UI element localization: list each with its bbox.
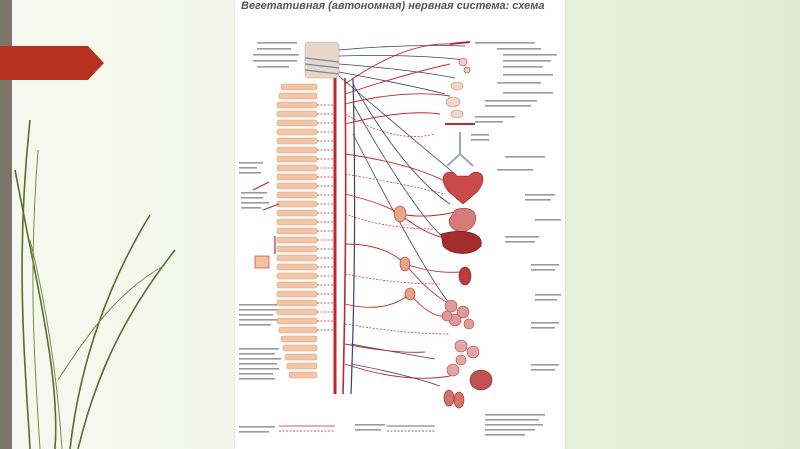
left-accent-bar <box>0 0 12 449</box>
heart-icon <box>442 171 484 205</box>
legend <box>239 414 545 436</box>
slide-content: Вегетативная (автономная) нервная систем… <box>235 0 565 449</box>
slide-title: Вегетативная (автономная) нервная систем… <box>241 0 545 12</box>
vine-decoration-icon <box>14 119 176 449</box>
kidney-icon <box>458 266 472 286</box>
left-labels <box>239 42 299 380</box>
parasympathetic-fibers <box>338 45 466 387</box>
right-labels <box>471 42 561 371</box>
peripheral-targets <box>252 181 280 254</box>
bladder-icon <box>469 369 493 391</box>
autonomic-nervous-system-diagram <box>239 41 561 436</box>
liver-icon <box>440 231 482 254</box>
ganglia <box>393 205 416 301</box>
head-organs <box>445 41 475 125</box>
colon-icon <box>446 339 480 377</box>
stomach-icon <box>448 207 477 232</box>
skin-sample-icon <box>254 255 270 269</box>
intestines-icon <box>441 299 475 330</box>
sympathetic-fibers <box>344 43 461 379</box>
arrow-tab-icon <box>0 46 104 80</box>
vertebrae <box>276 83 318 379</box>
spinal-nerve-roots <box>317 104 335 331</box>
airway <box>446 132 474 167</box>
reproductive-icon <box>443 389 465 409</box>
cranial-nerve-bands <box>304 57 340 75</box>
